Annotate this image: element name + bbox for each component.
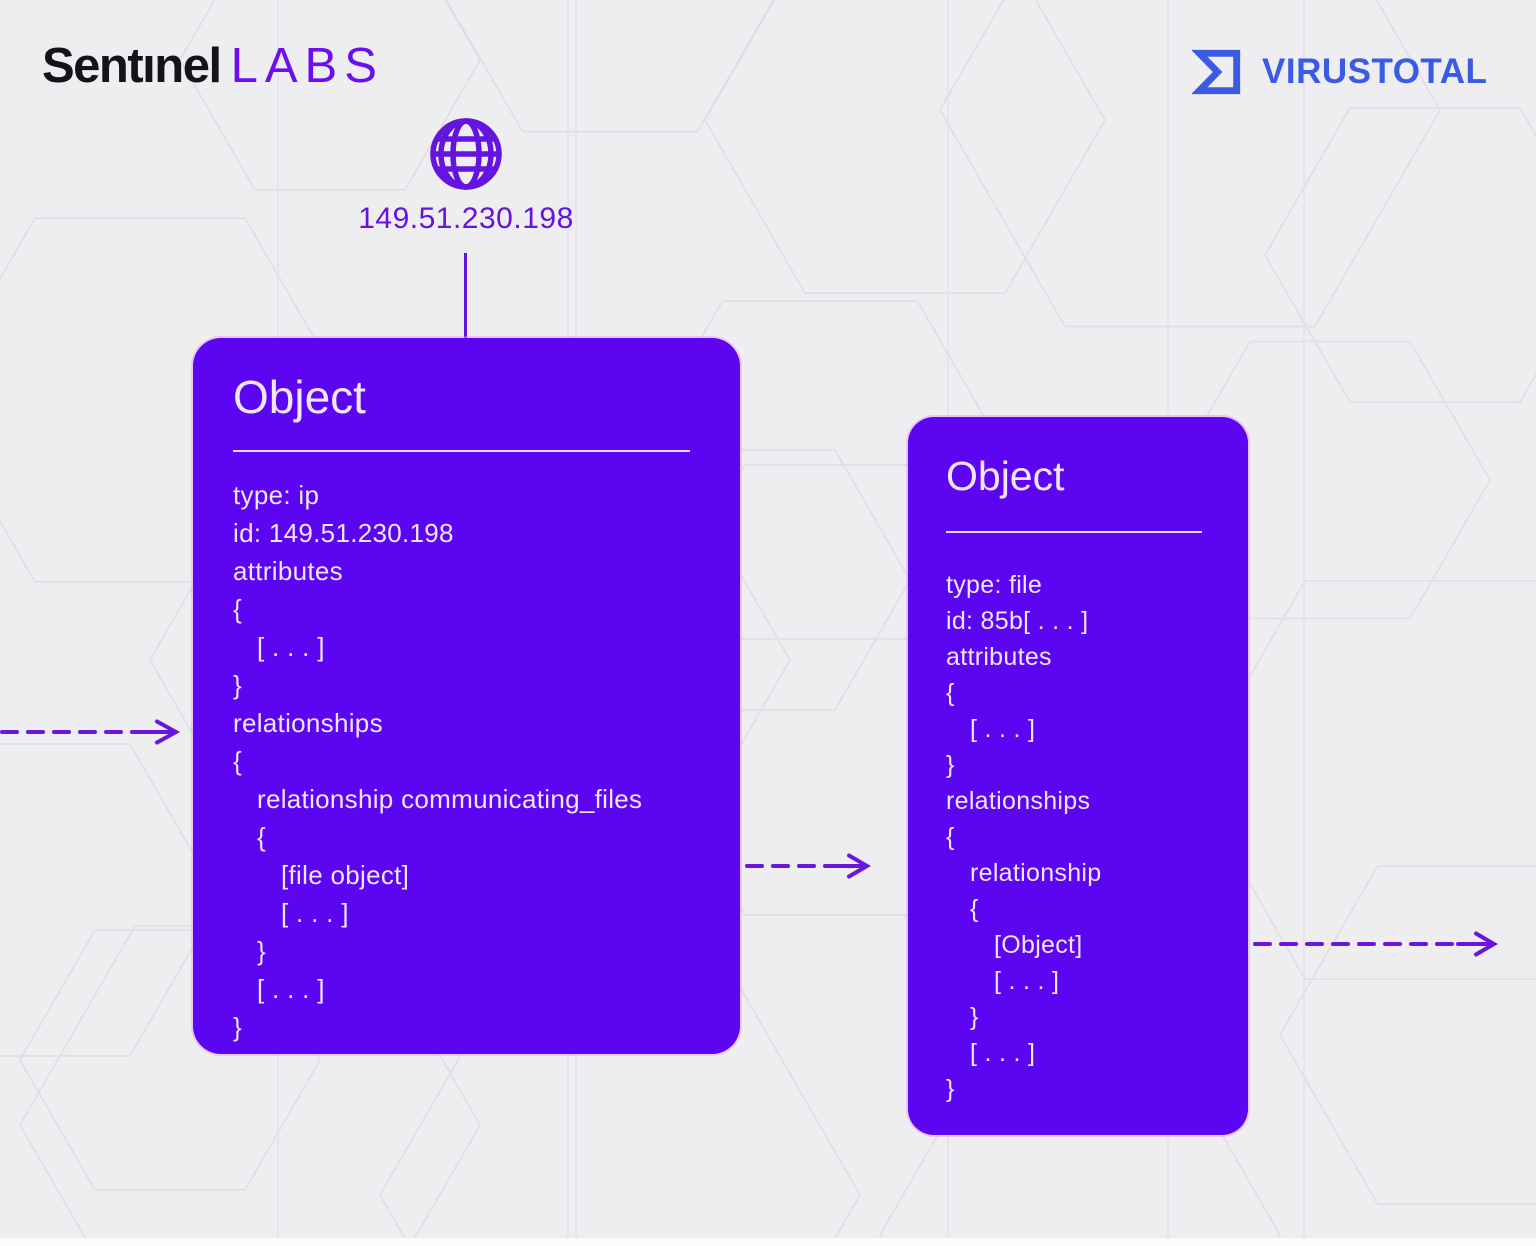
globe-icon	[430, 118, 502, 190]
code-line: relationships	[946, 787, 1091, 815]
virustotal-wordmark: VIRUSTOTAL	[1262, 52, 1488, 91]
code-line: [ . . . ]	[257, 632, 325, 662]
code-line: type: ip	[233, 480, 320, 510]
code-line: [ . . . ]	[281, 898, 349, 928]
arrow-ip-to-file-object	[745, 853, 871, 879]
arrow-into-ip-object	[0, 719, 181, 745]
code-line: }	[946, 751, 955, 779]
code-line: [ . . . ]	[970, 1039, 1036, 1067]
code-line: [ . . . ]	[257, 974, 325, 1004]
title-divider	[233, 450, 690, 452]
code-line: [ . . . ]	[994, 967, 1060, 995]
card-title: Object	[946, 453, 1065, 499]
arrow-out-of-file-object	[1253, 931, 1498, 957]
code-line: {	[233, 594, 242, 624]
code-line: {	[970, 895, 979, 923]
bottom-edge-strip	[0, 1238, 1536, 1246]
code-line: [Object]	[994, 931, 1083, 959]
code-line: }	[233, 1012, 242, 1042]
code-line: attributes	[946, 643, 1052, 671]
ip-to-card-connector-line	[464, 253, 467, 340]
object-card-file: Object type: file id: 85b[ . . . ] attri…	[908, 417, 1248, 1135]
ip-address-label: 149.51.230.198	[358, 202, 574, 235]
code-line: }	[233, 670, 242, 700]
code-line: [file object]	[281, 860, 410, 890]
code-line: [ . . . ]	[970, 715, 1036, 743]
object-code-block: type: ip id: 149.51.230.198 attributes {…	[233, 476, 642, 1046]
code-line: id: 149.51.230.198	[233, 518, 454, 548]
card-title: Object	[233, 371, 366, 423]
code-line: attributes	[233, 556, 343, 586]
code-line: {	[946, 679, 955, 707]
virustotal-chevron-icon	[1192, 49, 1241, 95]
code-line: relationships	[233, 708, 383, 738]
code-line: {	[233, 746, 242, 776]
virustotal-logo: VIRUSTOTAL	[1192, 46, 1487, 98]
code-line: relationship communicating_files	[257, 784, 643, 814]
sentinel-wordmark: Sentınel	[42, 39, 222, 93]
code-line: {	[946, 823, 955, 851]
code-line: }	[257, 936, 266, 966]
object-code-block: type: file id: 85b[ . . . ] attributes {…	[946, 567, 1101, 1107]
code-line: }	[946, 1075, 955, 1103]
labs-wordmark: LABS	[230, 39, 384, 93]
title-divider	[946, 531, 1202, 533]
code-line: relationship	[970, 859, 1102, 887]
code-line: {	[257, 822, 266, 852]
object-card-ip: Object type: ip id: 149.51.230.198 attri…	[193, 338, 740, 1054]
code-line: type: file	[946, 571, 1043, 599]
code-line: }	[970, 1003, 979, 1031]
code-line: id: 85b[ . . . ]	[946, 607, 1089, 635]
